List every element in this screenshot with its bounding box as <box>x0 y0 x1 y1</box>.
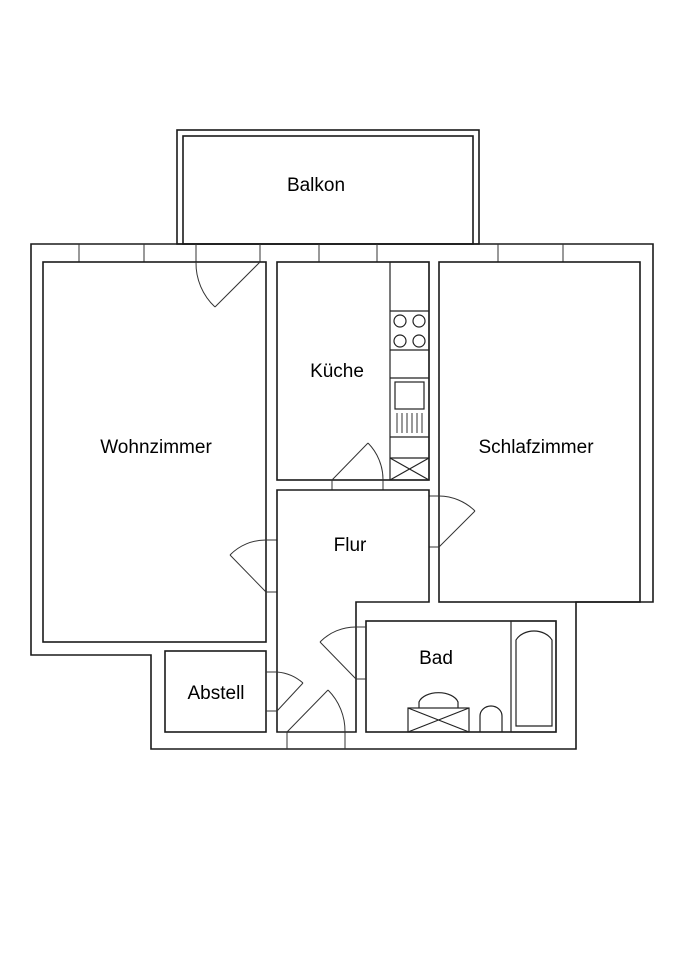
stove-icon <box>393 314 426 348</box>
bathtub-icon <box>510 620 557 733</box>
door-wohnzimmer-window <box>195 261 261 308</box>
room-abstell: Abstell <box>164 650 267 733</box>
room-bad: Bad <box>365 620 557 733</box>
kitchen-counter <box>389 261 430 481</box>
room-label-kueche: Küche <box>310 361 364 382</box>
room-label-balkon: Balkon <box>287 175 345 196</box>
door-schlafzimmer <box>429 495 476 548</box>
room-wohnzimmer: Wohnzimmer <box>42 261 267 643</box>
door-kueche <box>331 442 384 490</box>
door-wohnzimmer <box>229 539 277 593</box>
sink-icon <box>394 381 425 433</box>
door-bad <box>319 626 366 680</box>
window-marks <box>78 244 564 262</box>
room-label-wohnzimmer: Wohnzimmer <box>100 437 212 458</box>
room-schlafzimmer: Schlafzimmer <box>438 261 641 603</box>
room-label-abstell: Abstell <box>187 683 244 704</box>
door-abstell <box>266 671 304 712</box>
fridge-icon <box>389 457 430 481</box>
room-label-schlafzimmer: Schlafzimmer <box>478 437 594 458</box>
room-kueche: Küche <box>276 261 430 481</box>
washbasin-icon <box>407 692 470 733</box>
outer-wall <box>30 243 654 750</box>
toilet-icon <box>479 705 503 732</box>
room-label-bad: Bad <box>419 648 453 669</box>
room-label-flur: Flur <box>334 535 367 556</box>
room-flur: Flur <box>276 489 430 733</box>
door-entrance <box>286 689 346 749</box>
